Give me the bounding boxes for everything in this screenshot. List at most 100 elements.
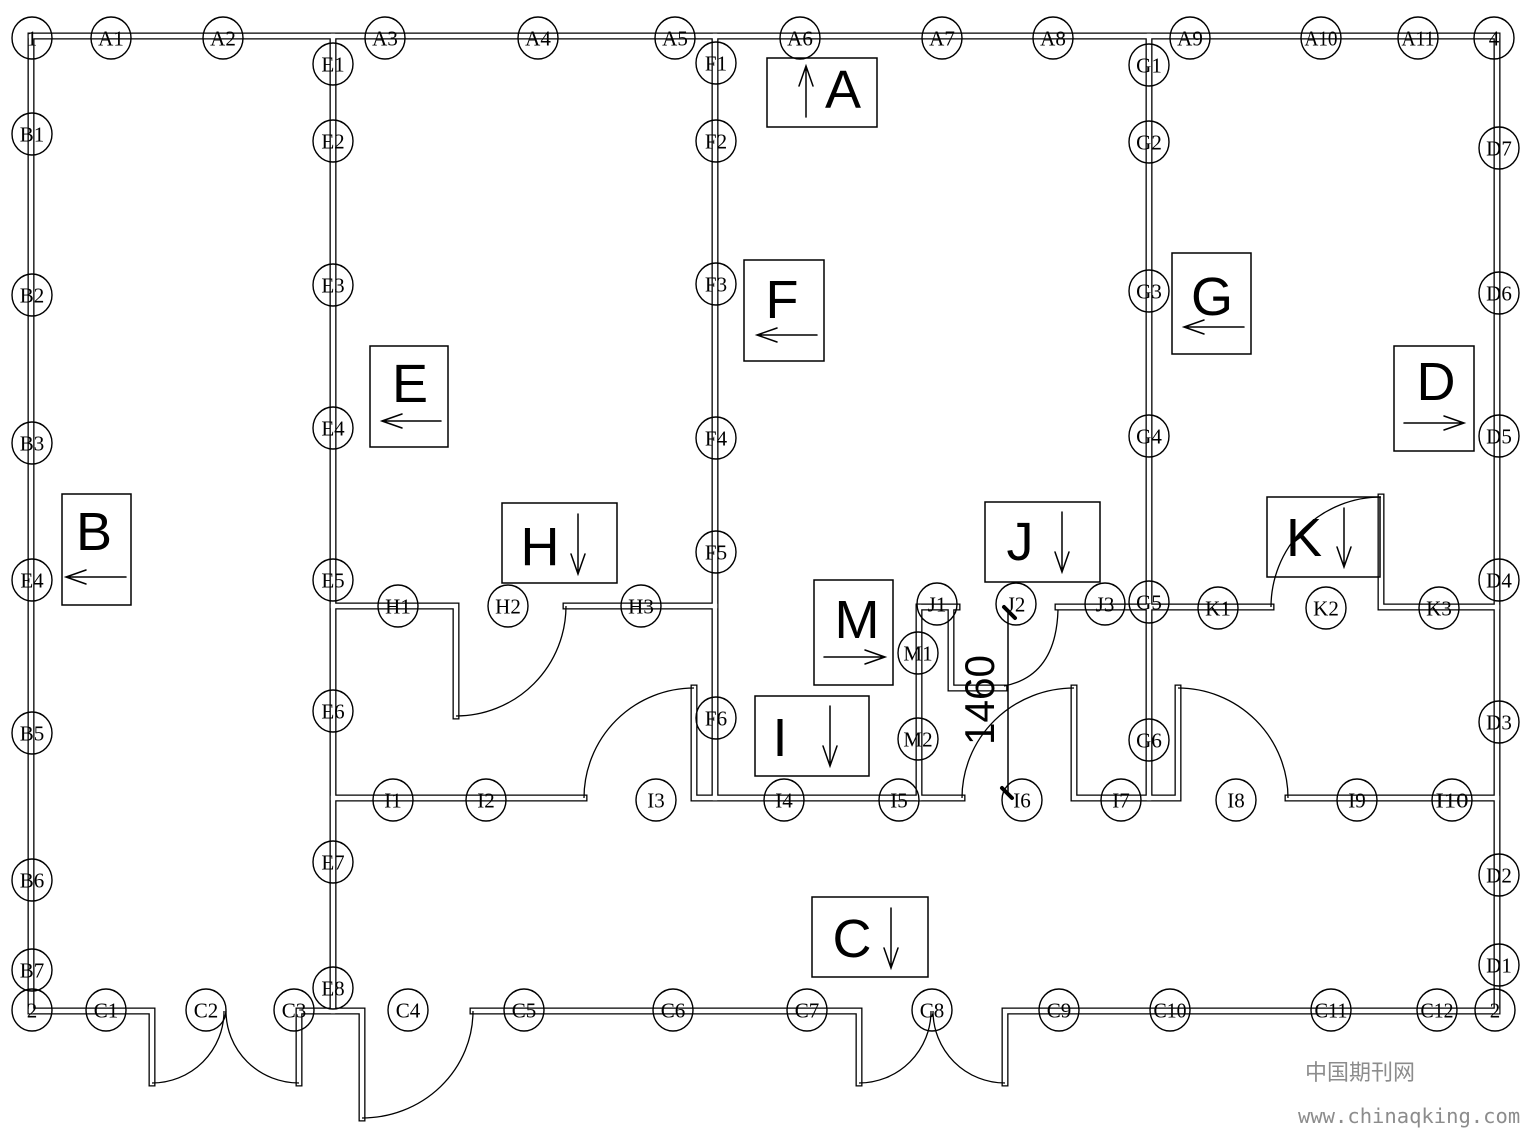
dimension-tick-bottom [1000,786,1014,800]
grid-marker-column-g-g4: G4 [1128,414,1170,458]
dimension-label: 1460 [956,655,1003,745]
grid-marker-right-column-d6: D6 [1478,271,1520,315]
grid-marker-circle [1084,582,1126,626]
door-swing-i3 [583,687,695,799]
grid-marker-circle [1416,988,1458,1032]
grid-marker-right-column-d1: D1 [1478,943,1520,987]
grid-marker-top-row-1: 1 [11,16,53,60]
grid-marker-left-column-b2: B2 [11,273,53,317]
grid-marker-circle [786,988,828,1032]
grid-marker-top-row-a1: A1 [90,16,132,60]
room-label-a: A [766,57,878,128]
grid-marker-bottom-row-2: 2 [11,988,53,1032]
grid-marker-label: I7 [1112,789,1130,813]
grid-marker-label: A5 [662,27,688,51]
grid-marker-label: I5 [890,789,908,813]
grid-marker-label: J2 [1007,593,1026,617]
grid-marker-circle [763,778,805,822]
grid-marker-column-f-f6: F6 [695,696,737,740]
grid-marker-column-f-f4: F4 [695,416,737,460]
grid-marker-label: A4 [525,27,551,51]
grid-marker-row-i-i2: I2 [465,778,507,822]
grid-marker-label: C9 [1047,999,1072,1023]
grid-marker-label: F5 [705,541,727,565]
room-letter: J [1007,512,1034,572]
wall-segment [1070,684,1182,802]
grid-marker-circle [1478,414,1520,458]
grid-marker-row-h-h3: H3 [620,584,662,628]
grid-marker-row-j-j2: J2 [995,582,1037,626]
grid-marker-row-i-i6: I6 [1001,778,1043,822]
grid-marker-bottom-row-c12: C12 [1416,988,1458,1032]
grid-marker-top-row-a7: A7 [921,16,963,60]
grid-marker-label: E4 [321,417,345,441]
grid-marker-label: C6 [661,999,686,1023]
grid-marker-circle [1474,988,1516,1032]
grid-marker-label: G2 [1136,131,1162,155]
grid-marker-label: A7 [929,27,955,51]
grid-marker-label: A2 [210,27,236,51]
grid-marker-circle [1001,778,1043,822]
wall-segment [1377,493,1501,611]
grid-marker-label: B2 [20,284,45,308]
grid-marker-row-h-h1: H1 [377,584,419,628]
grid-marker-circle [11,273,53,317]
grid-marker-left-column-b7: B7 [11,948,53,992]
grid-marker-circle [652,988,694,1032]
grid-marker-circle [11,112,53,156]
room-label-f: F [743,259,825,362]
grid-marker-circle [878,778,920,822]
wall-segment-core [948,607,1007,691]
grid-marker-right-column-d3: D3 [1478,700,1520,744]
grid-marker-column-m-m1: M1 [897,631,939,675]
room-letter: C [833,909,872,969]
grid-marker-circle [372,778,414,822]
grid-marker-circle [1032,16,1074,60]
grid-marker-circle [1397,16,1439,60]
grid-marker-circle [921,16,963,60]
room-label-box [1266,496,1381,578]
grid-marker-circle [995,582,1037,626]
grid-marker-label: 2 [1490,999,1501,1023]
door-swing-h [455,605,567,717]
grid-marker-circle [1473,16,1515,60]
grid-marker-bottom-row-c2: C2 [185,988,227,1032]
grid-marker-circle [1478,853,1520,897]
grid-marker-row-i-i5: I5 [878,778,920,822]
grid-marker-circle [11,421,53,465]
grid-marker-circle [1418,586,1460,630]
grid-marker-circle [11,558,53,602]
grid-marker-circle [312,42,354,86]
grid-marker-label: I3 [647,789,665,813]
grid-marker-circle [1149,988,1191,1032]
grid-marker-label: D1 [1486,954,1512,978]
grid-marker-label: I4 [775,789,793,813]
grid-marker-bottom-row-c5: C5 [503,988,545,1032]
arrow-down-icon [1054,511,1070,575]
grid-marker-circle [312,689,354,733]
grid-marker-label: A3 [372,27,398,51]
grid-marker-row-i-i9: I9 [1336,778,1378,822]
grid-marker-label: I1 [384,789,402,813]
grid-marker-label: H1 [385,595,411,619]
grid-marker-label: I9 [1348,789,1366,813]
door-swings [151,496,1382,1119]
grid-marker-circle [695,696,737,740]
room-label-i: I [754,695,870,777]
grid-marker-label: B5 [20,722,45,746]
grid-marker-column-e-e6: E6 [312,689,354,733]
arrow-left-icon [63,569,127,585]
grid-marker-circle [620,584,662,628]
room-label-box [984,501,1101,583]
grid-marker-column-e-e2: E2 [312,119,354,163]
grid-marker-circle [1128,414,1170,458]
grid-marker-label: G5 [1136,591,1162,615]
room-letter: F [766,270,799,330]
grid-marker-label: F6 [705,707,727,731]
grid-marker-label: G6 [1136,729,1162,753]
grid-marker-top-row-a6: A6 [779,16,821,60]
grid-marker-column-f-f2: F2 [695,119,737,163]
grid-marker-top-row-a3: A3 [364,16,406,60]
wall-segment-core [28,1008,155,1086]
